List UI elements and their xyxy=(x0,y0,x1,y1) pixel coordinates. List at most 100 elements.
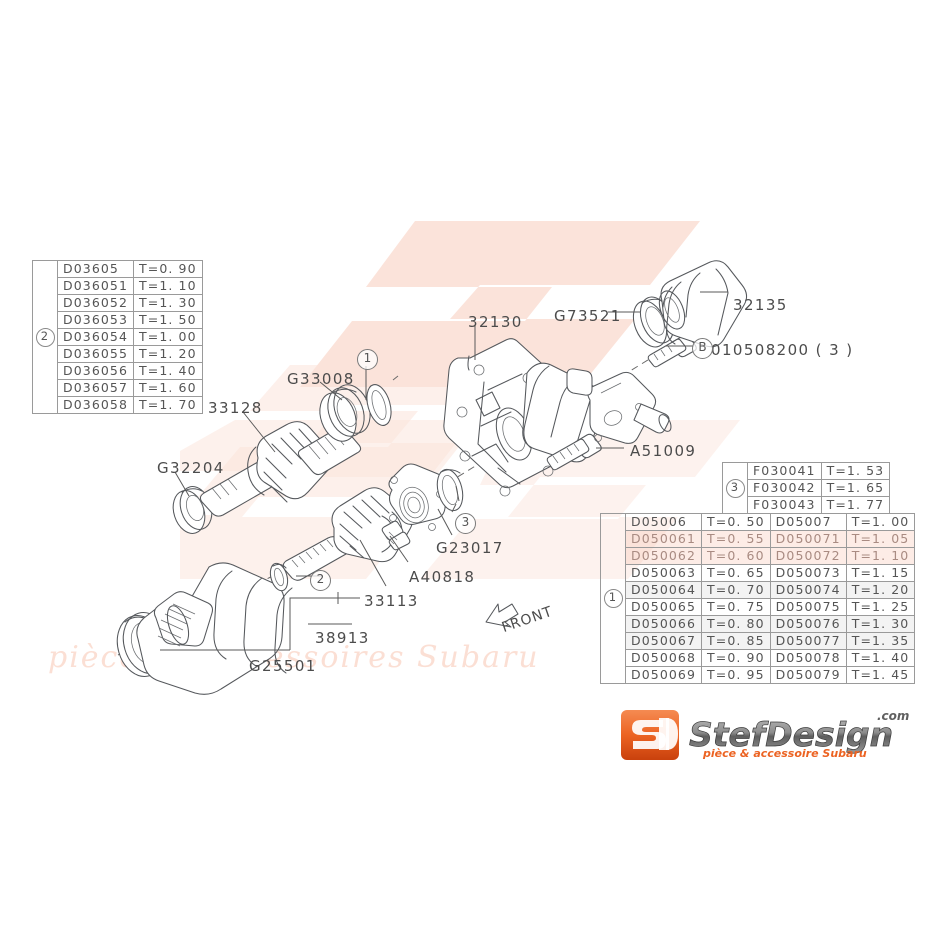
table-cell-thickness: T=1. 10 xyxy=(845,547,916,565)
table-cell-part-number: D036053 xyxy=(56,311,135,329)
part-snap-ring-2 xyxy=(269,562,289,592)
table-cell-part-number: D050073 xyxy=(769,564,847,582)
table-index-circle: 3 xyxy=(725,478,745,498)
table-cell-thickness: T=1. 53 xyxy=(820,462,891,480)
callout-32135: 32135 xyxy=(733,296,788,314)
callout-32130: 32130 xyxy=(468,313,523,331)
circled-number-2: 2 xyxy=(310,570,331,591)
table-cell-part-number: D050063 xyxy=(624,564,703,582)
table-cell-part-number: D050065 xyxy=(624,598,703,616)
table-cell-part-number: D036054 xyxy=(56,328,135,346)
table-cell-thickness: T=0. 60 xyxy=(701,547,771,565)
table-cell-thickness: T=1. 50 xyxy=(133,311,203,329)
circled-number-3: 3 xyxy=(455,513,476,534)
table-cell-part-number: D036057 xyxy=(56,379,135,397)
table-cell-thickness: T=0. 65 xyxy=(701,564,771,582)
table-cell-thickness: T=1. 10 xyxy=(133,277,203,295)
table-cell-thickness: T=1. 40 xyxy=(133,362,203,380)
part-32130-extension-case xyxy=(443,338,605,497)
callout-33128: 33128 xyxy=(208,399,263,417)
leader-lines xyxy=(160,291,728,651)
table-cell-part-number: D03605 xyxy=(56,260,135,278)
table-cell-part-number: D050074 xyxy=(769,581,847,599)
table-cell-part-number: D050064 xyxy=(624,581,703,599)
table-cell-part-number: D050069 xyxy=(624,666,703,684)
table-cell-thickness: T=0. 80 xyxy=(701,615,771,633)
part-shim-ring-1 xyxy=(366,384,392,426)
table-cell-part-number: D036052 xyxy=(56,294,135,312)
table-cell-thickness: T=1. 15 xyxy=(845,564,916,582)
table-cell-thickness: T=0. 70 xyxy=(701,581,771,599)
table-cell-thickness: T=1. 20 xyxy=(845,581,916,599)
table-cell-thickness: T=1. 00 xyxy=(845,513,916,531)
callout-38913: 38913 xyxy=(315,629,370,647)
table-cell-part-number: D050067 xyxy=(624,632,703,650)
table-cell-part-number: D050079 xyxy=(769,666,847,684)
logo-tagline: pièce & accessoire Subaru xyxy=(702,747,867,760)
table-cell-thickness: T=0. 85 xyxy=(701,632,771,650)
table-cell-thickness: T=1. 25 xyxy=(845,598,916,616)
part-32135-sleeve xyxy=(658,260,748,348)
table-cell-thickness: T=0. 75 xyxy=(701,598,771,616)
table-cell-part-number: D050071 xyxy=(769,530,847,548)
table-cell-thickness: T=1. 20 xyxy=(133,345,203,363)
table-cell-part-number: D036051 xyxy=(56,277,135,295)
table-cell-thickness: T=1. 00 xyxy=(133,328,203,346)
table-cell-part-number: D036056 xyxy=(56,362,135,380)
stefdesign-logo: StefDesign .com pièce & accessoire Subar… xyxy=(619,704,919,766)
bolt-badge-b: B xyxy=(692,338,713,359)
callout-A40818: A40818 xyxy=(409,568,476,586)
callout-G25501: G25501 xyxy=(249,657,317,675)
table-cell-thickness: T=1. 77 xyxy=(820,496,891,514)
part-A51009-bolt xyxy=(546,433,602,471)
logo-tld: .com xyxy=(877,709,909,723)
part-G33008-bearing xyxy=(319,384,371,442)
callout-010508200: 010508200 ( 3 ) xyxy=(711,341,854,359)
table-cell-part-number: D036055 xyxy=(56,345,135,363)
table-cell-thickness: T=1. 35 xyxy=(845,632,916,650)
table-cell-thickness: T=1. 45 xyxy=(845,666,916,684)
table-cell-part-number: D050077 xyxy=(769,632,847,650)
table-cell-thickness: T=1. 05 xyxy=(845,530,916,548)
table-cell-thickness: T=0. 95 xyxy=(701,666,771,684)
part-A40818-bolt xyxy=(381,520,411,551)
table-cell-thickness: T=0. 90 xyxy=(701,649,771,667)
table-cell-thickness: T=1. 65 xyxy=(820,479,891,497)
part-gasket-ring-3 xyxy=(436,468,464,512)
table-cell-thickness: T=1. 60 xyxy=(133,379,203,397)
table-index-cell: 3 xyxy=(722,462,748,514)
table-index-circle: 2 xyxy=(35,327,55,347)
callout-G73521: G73521 xyxy=(554,307,622,325)
table-index-cell: 1 xyxy=(600,513,626,684)
callout-G23017: G23017 xyxy=(436,539,504,557)
table-cell-part-number: F030042 xyxy=(747,479,822,497)
table-cell-thickness: T=1. 30 xyxy=(133,294,203,312)
part-38913-joint-body xyxy=(136,562,293,695)
table-cell-part-number: D036058 xyxy=(56,396,135,414)
table-cell-part-number: D05006 xyxy=(624,513,703,531)
part-38913-spline-stub xyxy=(153,591,214,647)
logo-wordmark: StefDesign .com pièce & accessoire Subar… xyxy=(689,709,910,760)
table-cell-thickness: T=0. 55 xyxy=(701,530,771,548)
